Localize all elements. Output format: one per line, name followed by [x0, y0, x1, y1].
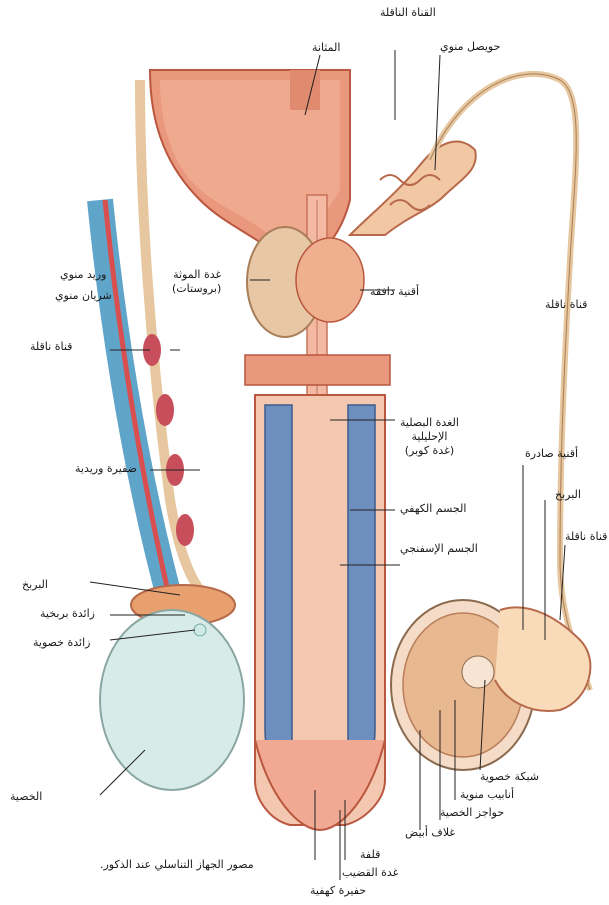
label-ejaculatory-duct: أقنية دافقة: [370, 285, 419, 299]
label-glans: غدة القضيب: [342, 866, 398, 880]
label-foreskin: قلفة: [360, 848, 380, 862]
label-testis: الخصية: [10, 790, 42, 804]
label-seminal-vesicle: حويصل منوي: [440, 40, 500, 54]
label-fossa: حفيرة كهفية: [310, 884, 366, 898]
label-septa: حواجز الخصية: [440, 806, 504, 820]
testis-section-shape: [391, 600, 590, 770]
label-vas-deferens-lower: قناة ناقلة: [565, 530, 607, 544]
label-vas-deferens-right: قناة ناقلة: [545, 298, 587, 312]
diagram-caption: مصور الجهاز التناسلي عند الذكور.: [100, 858, 254, 871]
label-bulbourethral: الغدة البصلية الإحليلية (غدة كوبر): [400, 416, 459, 457]
seminal-vesicle-shape: [350, 142, 476, 235]
label-spermatic-vein: وريد منوي: [60, 268, 106, 282]
prostate-shape: [247, 227, 364, 337]
penis-shape: [245, 355, 390, 830]
label-efferent-ducts: أقنية صادرة: [525, 447, 578, 461]
testis-left-shape: [100, 585, 244, 790]
label-seminiferous: أنابيب منوية: [460, 788, 514, 802]
label-epididymal-appendix: زائدة بربخية: [40, 607, 95, 621]
label-bladder: المثانة: [312, 41, 340, 55]
label-epididymis-right: البربخ: [555, 488, 581, 502]
label-corpus-cavernosum: الجسم الكهفي: [400, 502, 466, 516]
label-rete-testis: شبكة خصوية: [480, 770, 539, 784]
label-vas-deferens-left: قناة ناقلة: [30, 340, 72, 354]
label-spermatic-artery: شريان منوي: [55, 289, 112, 303]
label-epididymis-left: البربخ: [22, 578, 48, 592]
label-tunica: غلاف أبيض: [405, 826, 455, 840]
label-testis-appendix: زائدة خصوية: [33, 636, 90, 650]
label-corpus-spongiosum: الجسم الإسفنجي: [400, 542, 478, 556]
label-pampiniform: ضفيرة وريدية: [75, 462, 137, 476]
label-prostate: غدة الموثة (بروستات): [172, 268, 221, 296]
label-vas-deferens-top: القناة الناقلة: [380, 6, 436, 20]
